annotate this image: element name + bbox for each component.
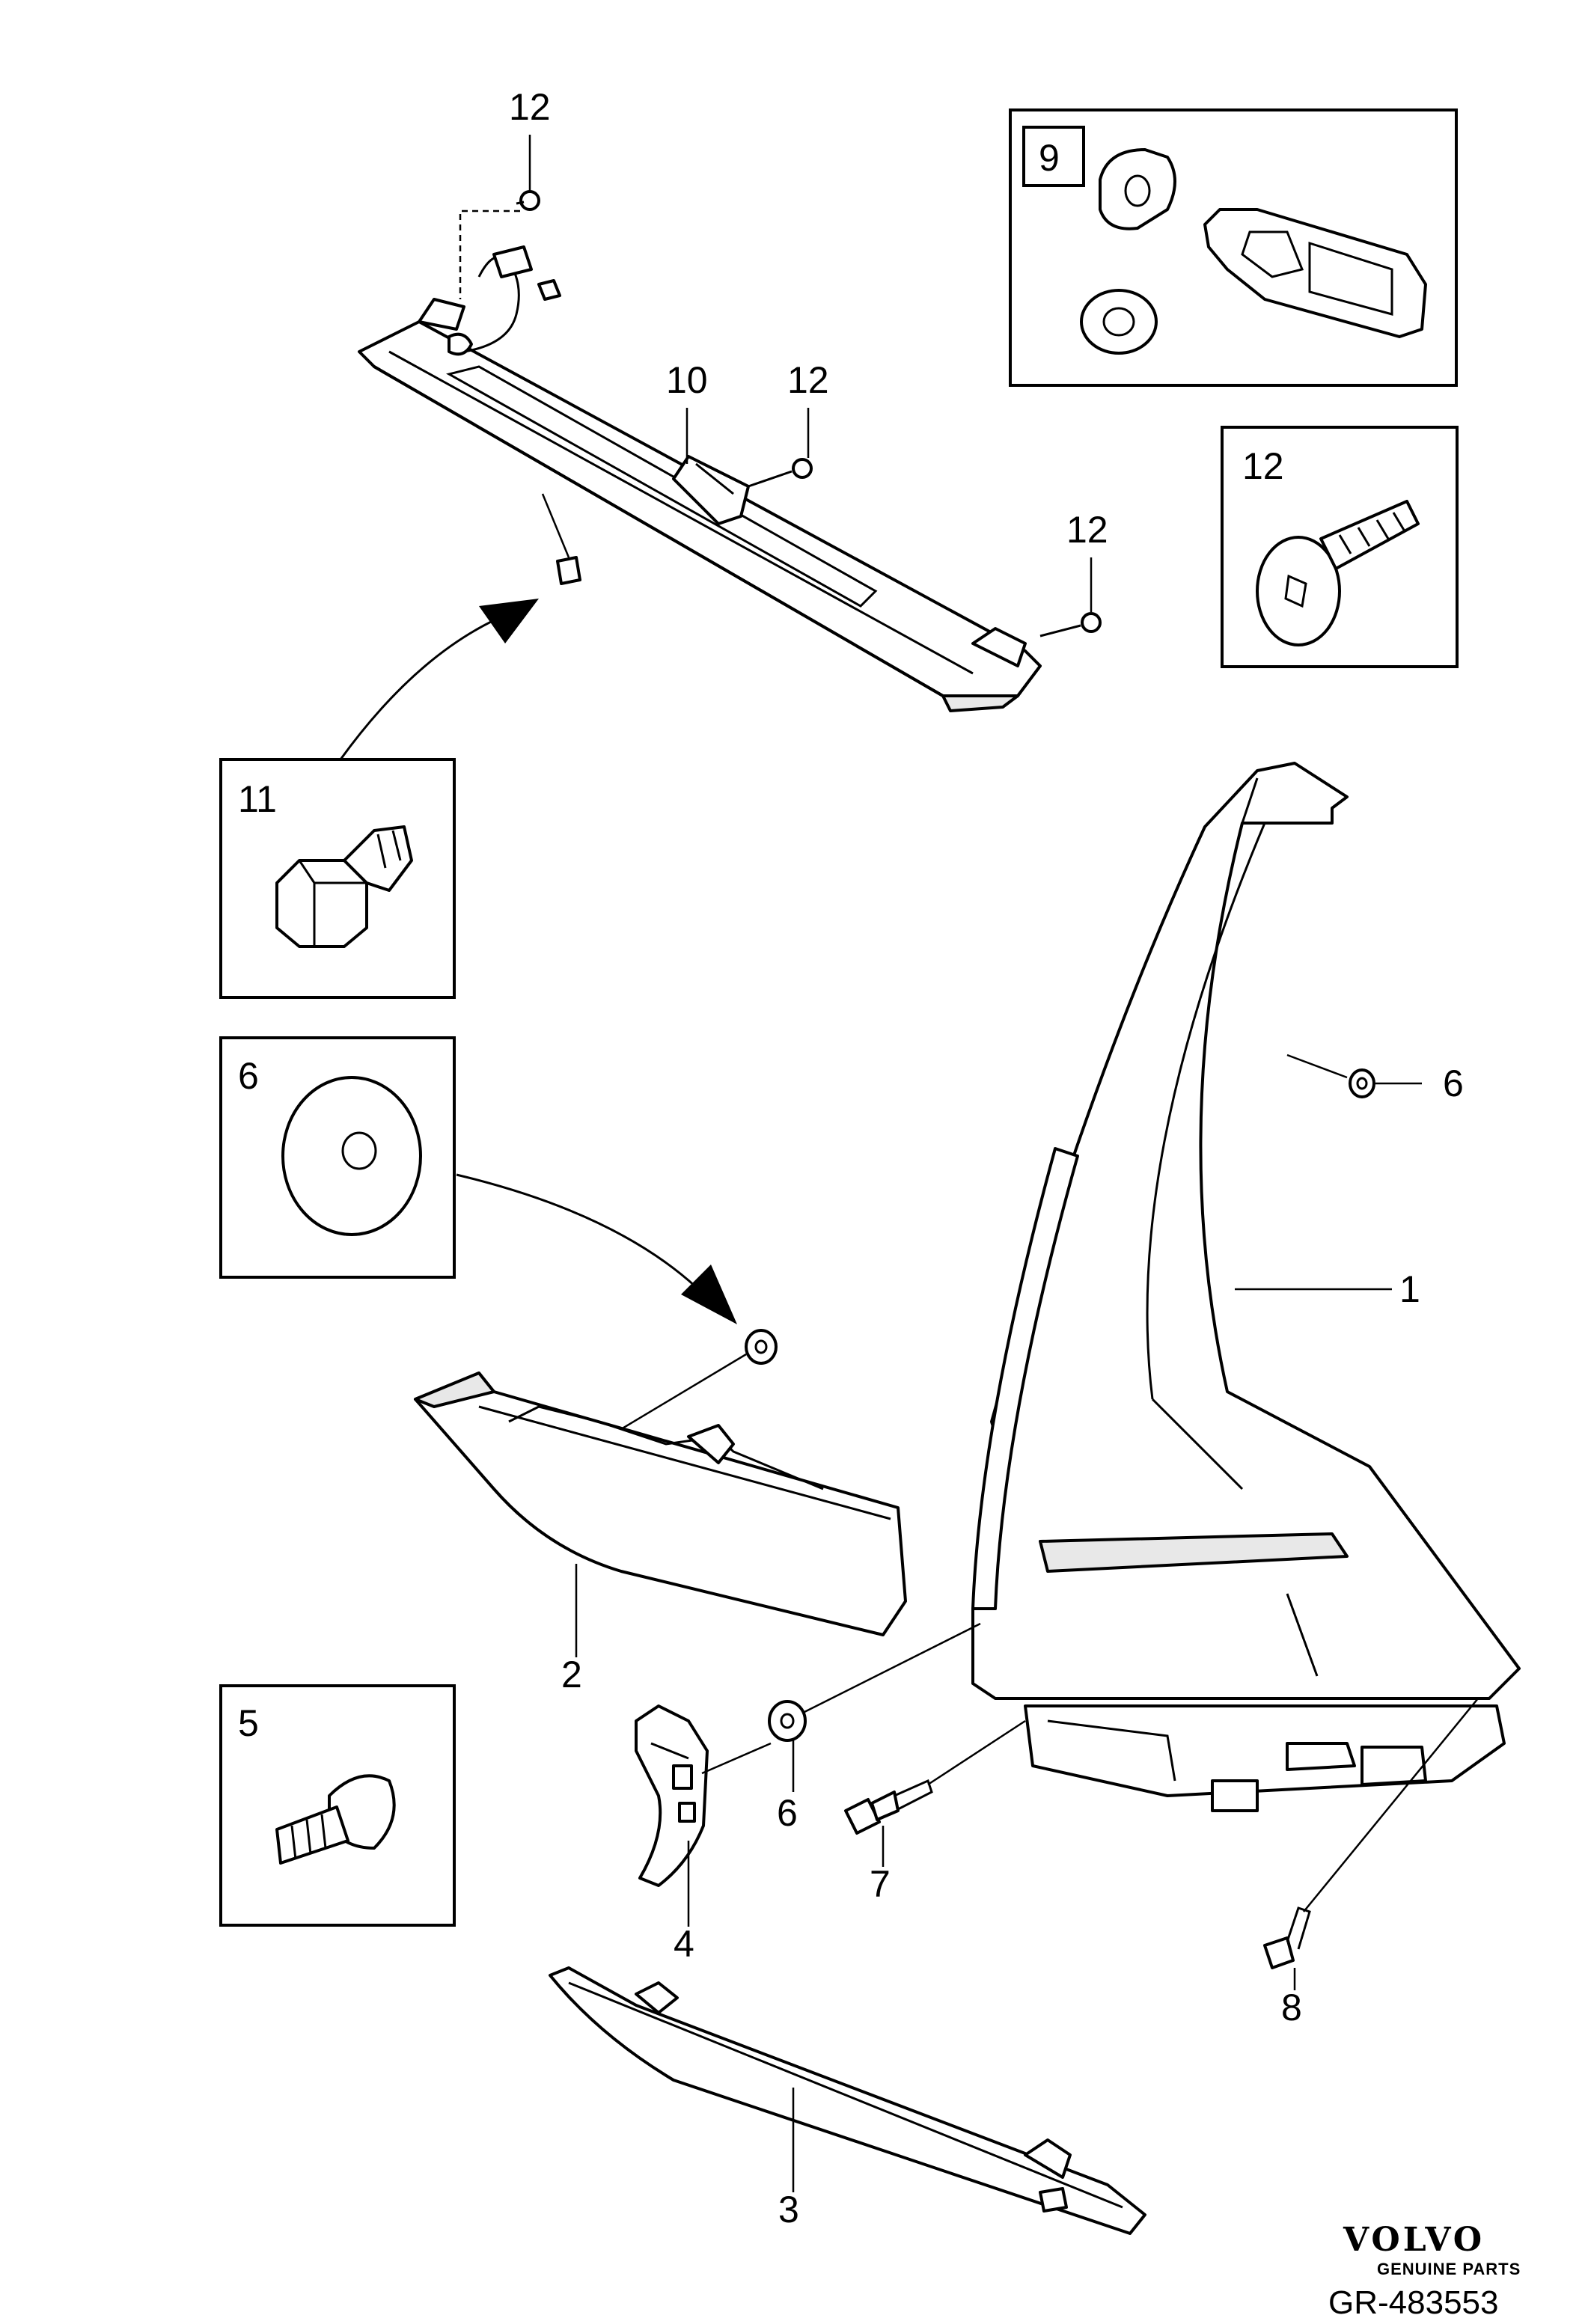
callout-8: 8 [1281, 1987, 1302, 2028]
box-12-label: 12 [1242, 445, 1284, 487]
box-9-label: 9 [1039, 137, 1060, 179]
callout-6-top: 6 [1443, 1062, 1464, 1104]
screw-12c [1039, 612, 1102, 637]
box-11-label: 11 [238, 778, 277, 820]
clip-11-on-bar [541, 493, 581, 585]
box-5-label: 5 [238, 1702, 259, 1744]
screw-12b [748, 458, 813, 488]
washer-6-small [745, 1329, 778, 1365]
screw-8 [1263, 1906, 1311, 1969]
callout-7: 7 [870, 1863, 891, 1905]
callout-2: 2 [561, 1654, 582, 1695]
bracket-4 [635, 1704, 709, 1887]
callout-1: 1 [1399, 1268, 1420, 1310]
callout-3: 3 [778, 2189, 799, 2230]
callout-10: 10 [666, 359, 708, 401]
box-5: 5 [219, 1684, 456, 1927]
washer-6-top [1349, 1068, 1375, 1098]
brake-light-bar [358, 245, 1042, 712]
callout-12-mid: 12 [787, 359, 829, 401]
arrow-11-icon [479, 599, 539, 643]
callout-6-lower: 6 [777, 1792, 798, 1834]
box-12: 12 [1221, 426, 1459, 668]
callout-4: 4 [674, 1923, 694, 1965]
trim-panel-2 [414, 1372, 907, 1636]
brand-tagline: GENUINE PARTS [1377, 2260, 1521, 2278]
screw-7 [844, 1779, 933, 1835]
pillar-trim-1 [971, 762, 1521, 1812]
callout-12-right: 12 [1066, 509, 1108, 551]
washer-6-lower [768, 1700, 807, 1742]
arrow-6-icon [681, 1265, 737, 1324]
box-6-label: 6 [238, 1055, 259, 1097]
brand-logo: VOLVO [1343, 2221, 1485, 2259]
lower-strip-3 [549, 1966, 1146, 2235]
screw-12a [516, 190, 540, 211]
box-9: 9 [1009, 108, 1458, 387]
box-6: 6 [219, 1036, 456, 1279]
callout-12-top: 12 [509, 86, 551, 128]
reference-code: GR-483553 [1328, 2284, 1498, 2321]
box-11: 11 [219, 758, 456, 999]
